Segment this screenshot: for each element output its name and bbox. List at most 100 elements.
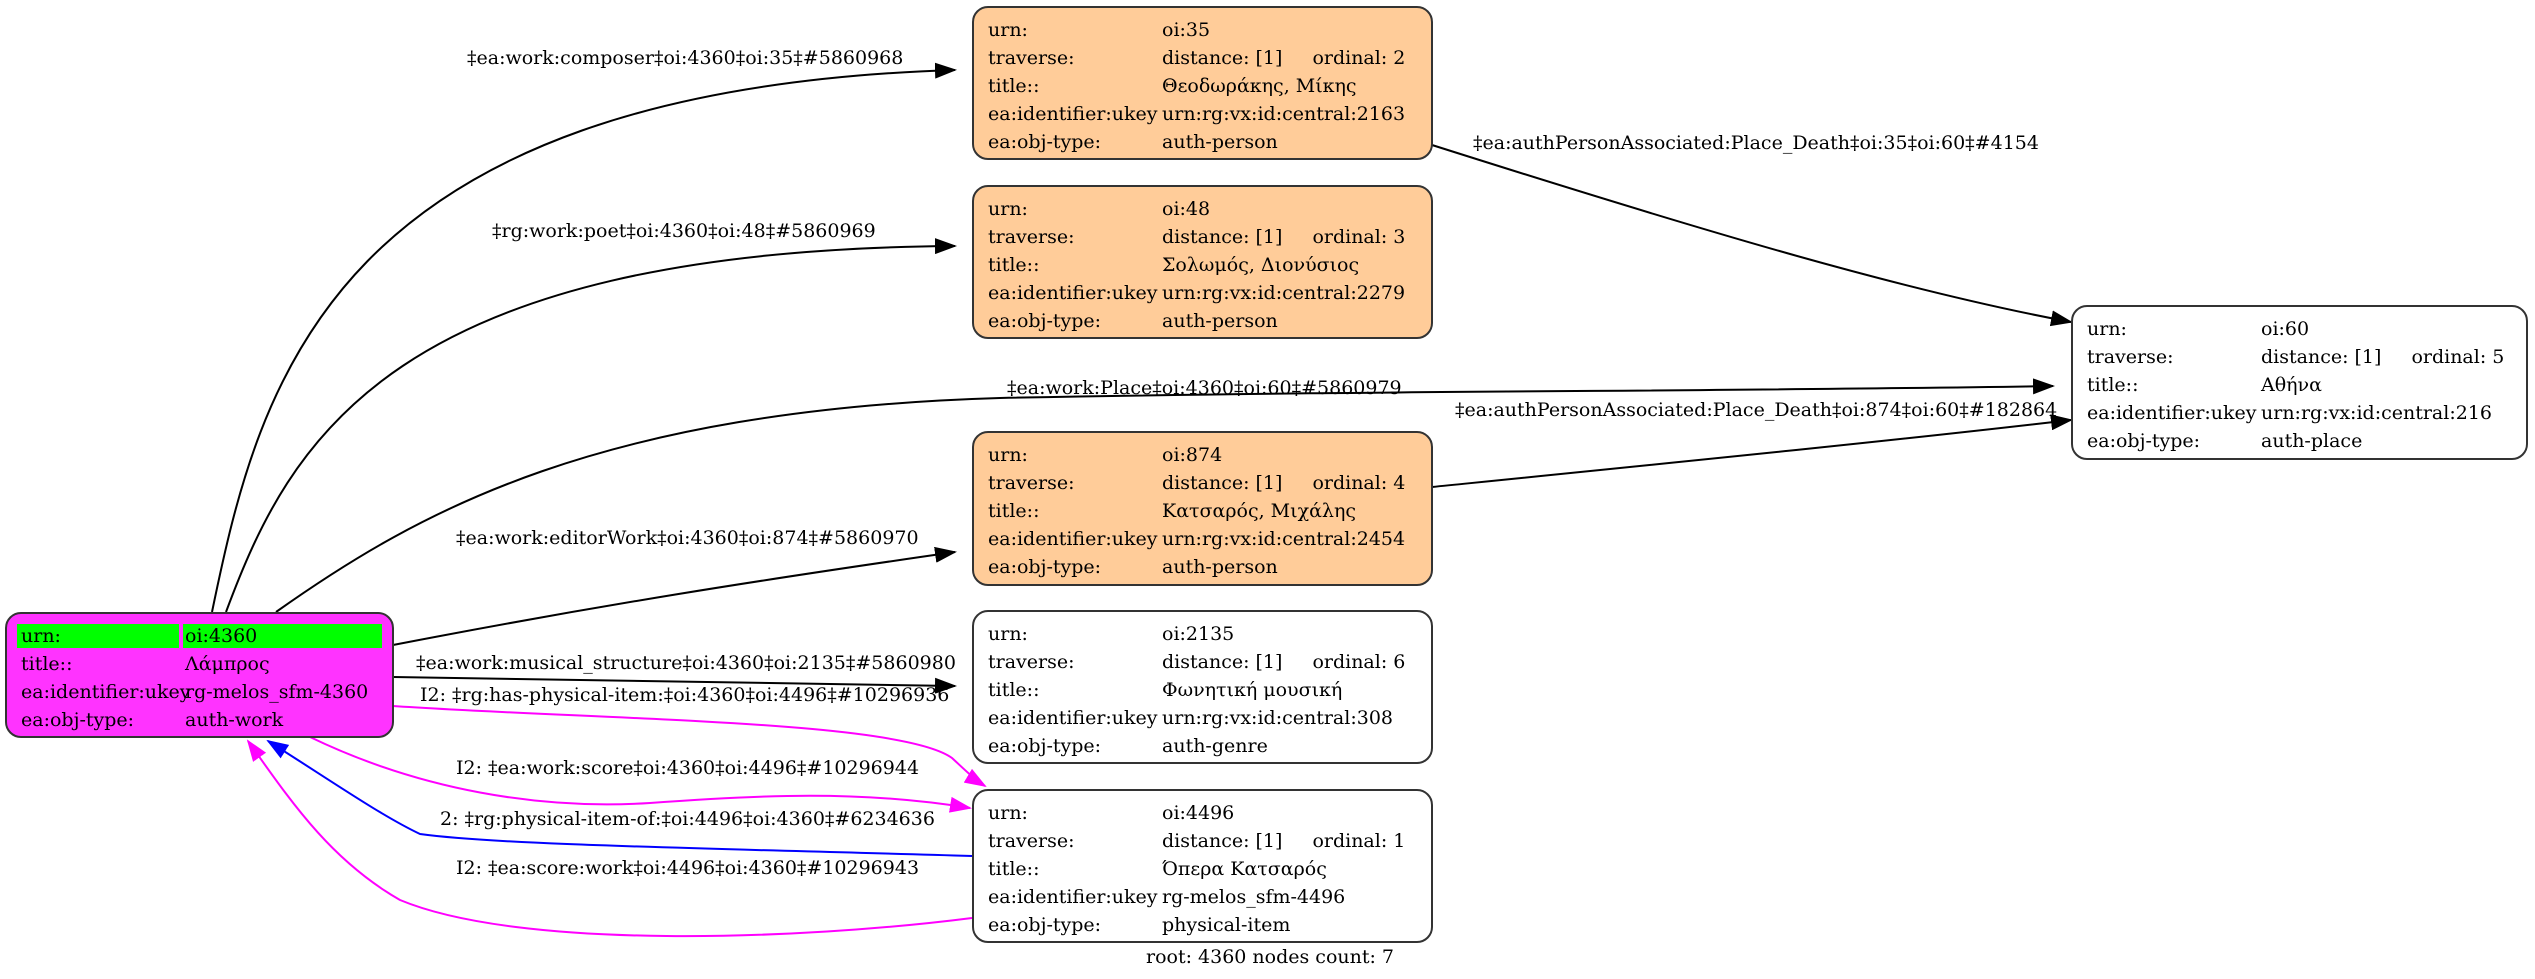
node-distance: distance: [1] bbox=[1162, 830, 1283, 852]
edge-label-poet: ‡rg:work:poet‡oi:4360‡oi:48‡#5860969 bbox=[492, 220, 876, 242]
node-type: auth-person bbox=[1162, 310, 1278, 332]
node-key: ea:identifier:ukey bbox=[988, 282, 1158, 304]
edge-label-place: ‡ea:work:Place‡oi:4360‡oi:60‡#5860979 bbox=[1007, 377, 1402, 399]
node-key: urn: bbox=[17, 624, 179, 648]
node-key: title:: bbox=[988, 254, 1040, 276]
node-urn: oi:4360 bbox=[183, 624, 382, 648]
node-urn: oi:48 bbox=[1162, 198, 1211, 220]
node-title: Λάμπρος bbox=[185, 653, 270, 675]
node-traverse: distance: [1] ordinal: 3 bbox=[1162, 226, 1405, 248]
node-urn: oi:4496 bbox=[1162, 802, 1235, 824]
node-key: urn: bbox=[988, 623, 1028, 645]
node-type: physical-item bbox=[1162, 914, 1291, 936]
node-row-type: ea:obj-type: auth-person bbox=[988, 128, 1417, 156]
edge-death-35 bbox=[1431, 144, 2073, 327]
edge-composer bbox=[211, 62, 957, 613]
node-type: auth-place bbox=[2261, 430, 2363, 452]
node-key: urn: bbox=[988, 802, 1028, 824]
node-row-urn: urn: oi:2135 bbox=[988, 620, 1417, 648]
node-row-title: title::Σολωμός, Διονύσιος bbox=[988, 251, 1417, 279]
node-key: ea:obj-type: bbox=[988, 310, 1102, 332]
node-row-type: ea:obj-type:auth-genre bbox=[988, 732, 1417, 760]
node-ukey: rg-melos_sfm-4496 bbox=[1162, 886, 1346, 908]
edge-editor bbox=[392, 546, 957, 646]
node-row-type: ea:obj-type: auth-work bbox=[17, 706, 382, 734]
node-row-traverse: traverse:distance: [1]ordinal: 2 bbox=[988, 44, 1417, 72]
node-key: ea:identifier:ukey bbox=[2087, 402, 2257, 424]
node-ordinal: ordinal: 1 bbox=[1312, 830, 1406, 852]
node-key: urn: bbox=[988, 19, 1028, 41]
node-distance: distance: [1] bbox=[1162, 226, 1283, 248]
edge-has-physical-item bbox=[392, 705, 987, 788]
node-distance: distance: [1] bbox=[1162, 651, 1283, 673]
node-key: ea:obj-type: bbox=[988, 914, 1102, 936]
node-row-traverse: traverse:distance: [1]ordinal: 5 bbox=[2087, 343, 2512, 371]
edge-label-musical-structure: ‡ea:work:musical_structure‡oi:4360‡oi:21… bbox=[416, 652, 956, 674]
node-key: ea:identifier:ukey bbox=[988, 707, 1158, 729]
edge-label-death-874: ‡ea:authPersonAssociated:Place_Death‡oi:… bbox=[1455, 399, 2058, 421]
node-ordinal: ordinal: 2 bbox=[1312, 47, 1406, 69]
node-row-urn: urn: oi:4360 bbox=[17, 622, 382, 650]
node-type: auth-person bbox=[1162, 131, 1278, 153]
edge-label-composer: ‡ea:work:composer‡oi:4360‡oi:35‡#5860968 bbox=[467, 47, 904, 69]
edge-label-score-work: I2: ‡ea:score:work‡oi:4496‡oi:4360‡#1029… bbox=[456, 857, 920, 879]
node-row-traverse: traverse: distance: [1] ordinal: 3 bbox=[988, 223, 1417, 251]
node-key: title:: bbox=[2087, 374, 2139, 396]
node-key: title:: bbox=[988, 500, 1040, 522]
node-key: title:: bbox=[988, 858, 1040, 880]
node-row-title: title::Φωνητική μουσική bbox=[988, 676, 1417, 704]
edge-label-physical-item-of: 2: ‡rg:physical-item-of:‡oi:4496‡oi:4360… bbox=[440, 808, 935, 830]
node-type: auth-genre bbox=[1162, 735, 1268, 757]
node-ordinal: ordinal: 3 bbox=[1312, 226, 1406, 248]
node-key: traverse: bbox=[2087, 346, 2174, 368]
node-key: ea:identifier:ukey bbox=[988, 528, 1158, 550]
node-key: ea:obj-type: bbox=[988, 131, 1102, 153]
edge-label-death-35: ‡ea:authPersonAssociated:Place_Death‡oi:… bbox=[1473, 132, 2039, 154]
node-ukey: rg-melos_sfm-4360 bbox=[185, 681, 369, 703]
edge-work-score bbox=[309, 736, 972, 813]
node-traverse: distance: [1]ordinal: 2 bbox=[1162, 47, 1405, 69]
node-ukey: urn:rg:vx:id:central:2279 bbox=[1162, 282, 1406, 304]
node-key: ea:obj-type: bbox=[21, 709, 135, 731]
node-row-type: ea:obj-type: auth-person bbox=[988, 307, 1417, 335]
edge-label-editor: ‡ea:work:editorWork‡oi:4360‡oi:874‡#5860… bbox=[456, 527, 919, 549]
node-key: traverse: bbox=[988, 651, 1075, 673]
node-ukey: urn:rg:vx:id:central:216 bbox=[2261, 402, 2493, 424]
node-row-title: title::Κατσαρός, Μιχάλης bbox=[988, 497, 1417, 525]
edge-musical-structure bbox=[392, 676, 957, 694]
node-key: ea:obj-type: bbox=[988, 556, 1102, 578]
node-row-traverse: traverse:distance: [1]ordinal: 4 bbox=[988, 469, 1417, 497]
node-key: traverse: bbox=[988, 472, 1075, 494]
node-row-urn: urn:oi:35 bbox=[988, 16, 1417, 44]
edge-place bbox=[275, 378, 2055, 613]
node-row-type: ea:obj-type: physical-item bbox=[988, 911, 1417, 939]
node-row-urn: urn:oi:60 bbox=[2087, 315, 2512, 343]
node-title: Κατσαρός, Μιχάλης bbox=[1162, 500, 1356, 522]
node-title: Θεοδωράκης, Μίκης bbox=[1162, 75, 1357, 97]
edge-physical-item-of bbox=[266, 739, 973, 857]
node-row-urn: urn: oi:4496 bbox=[988, 799, 1417, 827]
edge-death-874 bbox=[1431, 414, 2073, 488]
node-distance: distance: [1] bbox=[2261, 346, 2382, 368]
node-row-urn: urn:oi:874 bbox=[988, 441, 1417, 469]
node-row-type: ea:obj-type:auth-place bbox=[2087, 427, 2512, 455]
node-key: ea:identifier:ukey bbox=[988, 886, 1158, 908]
node-row-title: title::Αθήνα bbox=[2087, 371, 2512, 399]
node-key: traverse: bbox=[988, 226, 1075, 248]
node-root-oi-4360[interactable]: urn: oi:4360 title:: Λάμπρος ea:identifi… bbox=[5, 612, 394, 738]
edge-score-work bbox=[246, 739, 973, 938]
edge-label-work-score: I2: ‡ea:work:score‡oi:4360‡oi:4496‡#1029… bbox=[456, 757, 920, 779]
node-key: title:: bbox=[988, 75, 1040, 97]
node-urn: oi:2135 bbox=[1162, 623, 1235, 645]
